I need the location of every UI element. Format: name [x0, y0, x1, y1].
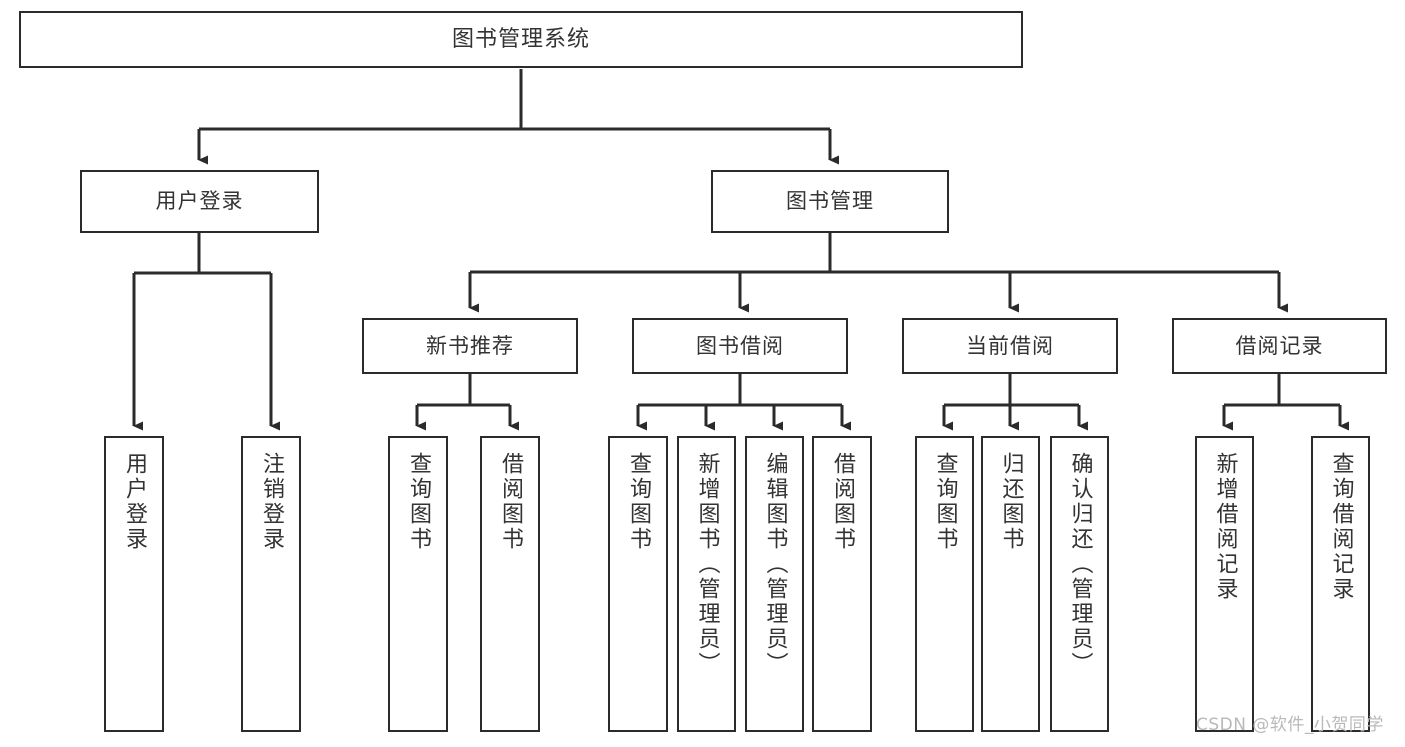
node-label: 归还图书 — [998, 452, 1024, 552]
leaf-current-borrow-query[interactable]: 查询图书 — [915, 436, 974, 732]
leaf-book-borrow-borrow[interactable]: 借阅图书 — [812, 436, 872, 732]
node-label: 图书管理系统 — [451, 26, 590, 52]
node-label: 编辑图书（管理员） — [762, 452, 788, 677]
node-label: 借阅记录 — [1235, 333, 1324, 358]
node-label: 查询图书 — [406, 452, 431, 552]
node-label: 新增图书（管理员） — [694, 452, 720, 677]
leaf-user-login-login[interactable]: 用户登录 — [104, 436, 164, 732]
node-label: 查询图书 — [626, 452, 651, 552]
node-current-borrow[interactable]: 当前借阅 — [902, 318, 1118, 374]
leaf-user-login-logout[interactable]: 注销登录 — [241, 436, 301, 732]
node-borrow-record[interactable]: 借阅记录 — [1172, 318, 1387, 374]
node-label: 查询图书 — [932, 452, 958, 552]
node-label: 图书管理 — [786, 189, 874, 214]
leaf-book-borrow-add[interactable]: 新增图书（管理员） — [677, 436, 736, 732]
node-label: 用户登录 — [155, 189, 244, 214]
csdn-watermark: CSDN @软件_小贺同学 — [1196, 715, 1384, 735]
leaf-current-borrow-confirm-return[interactable]: 确认归还（管理员） — [1050, 436, 1109, 732]
node-root-system[interactable]: 图书管理系统 — [19, 11, 1023, 68]
node-label: 借阅图书 — [498, 452, 523, 552]
leaf-book-borrow-edit[interactable]: 编辑图书（管理员） — [745, 436, 804, 732]
leaf-borrow-record-query[interactable]: 查询借阅记录 — [1311, 436, 1370, 732]
node-label: 图书借阅 — [696, 333, 784, 358]
node-label: 新书推荐 — [426, 333, 514, 358]
node-label: 注销登录 — [259, 452, 284, 552]
node-user-login[interactable]: 用户登录 — [80, 170, 319, 233]
node-label: 当前借阅 — [966, 333, 1054, 358]
node-new-book-recommend[interactable]: 新书推荐 — [362, 318, 578, 374]
leaf-new-book-query[interactable]: 查询图书 — [388, 436, 448, 732]
leaf-borrow-record-add[interactable]: 新增借阅记录 — [1195, 436, 1254, 732]
leaf-book-borrow-query[interactable]: 查询图书 — [608, 436, 668, 732]
leaf-new-book-borrow[interactable]: 借阅图书 — [480, 436, 540, 732]
leaf-current-borrow-return[interactable]: 归还图书 — [981, 436, 1040, 732]
node-label: 用户登录 — [122, 452, 147, 552]
node-book-management[interactable]: 图书管理 — [711, 170, 949, 233]
node-label: 借阅图书 — [830, 452, 855, 552]
node-label: 确认归还（管理员） — [1067, 452, 1093, 677]
node-label: 查询借阅记录 — [1328, 452, 1354, 602]
node-label: 新增借阅记录 — [1212, 452, 1238, 602]
node-book-borrow[interactable]: 图书借阅 — [632, 318, 848, 374]
